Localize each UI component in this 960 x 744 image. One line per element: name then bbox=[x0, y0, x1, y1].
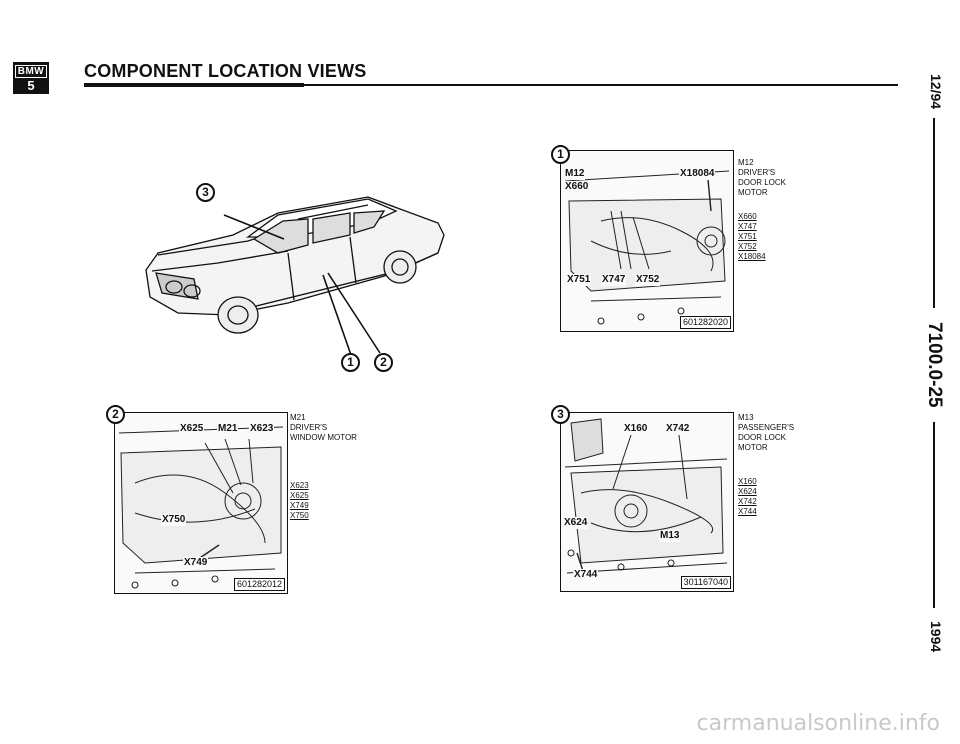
panel-3-legend: M13 PASSENGER'S DOOR LOCK MOTOR X160 X62… bbox=[738, 413, 794, 517]
margin-year: 1994 bbox=[928, 621, 944, 653]
panel-2-legend: M21 DRIVER'S WINDOW MOTOR X623 X625 X749… bbox=[290, 413, 357, 521]
car-overview-illustration bbox=[138, 175, 448, 380]
panel-1-tag-x752: X752 bbox=[635, 274, 661, 286]
panel-1-legend-code: X747 bbox=[738, 222, 757, 231]
margin-date: 12/94 bbox=[928, 74, 944, 110]
panel-2-tag-x623: X623 bbox=[249, 423, 275, 435]
panel-3-drawing bbox=[564, 418, 728, 578]
overview-callout-1: 1 bbox=[341, 353, 360, 372]
panel-2-tag-x749: X749 bbox=[183, 557, 209, 569]
margin-page-number: 7100.0-25 bbox=[924, 322, 945, 408]
panel-2-tag-x625: X625 bbox=[179, 423, 205, 435]
panel-1-part-number: 601282020 bbox=[679, 316, 731, 329]
panel-3-legend-code: X160 bbox=[738, 477, 757, 486]
panel-1-legend-code: X660 bbox=[738, 212, 757, 221]
panel-2-part-number: 601282012 bbox=[233, 578, 285, 591]
panel-3-legend-code: X742 bbox=[738, 497, 757, 506]
panel-2-legend-code: X749 bbox=[290, 501, 309, 510]
panel-2-legend-code: X623 bbox=[290, 481, 309, 490]
panel-3-legend-line: DOOR LOCK bbox=[738, 433, 787, 442]
margin-rule-lower bbox=[933, 422, 935, 608]
panel-1-legend: M12 DRIVER'S DOOR LOCK MOTOR X660 X747 X… bbox=[738, 158, 786, 262]
panel-1-tag-m12: M12 bbox=[564, 168, 586, 180]
panel-3-legend-line: PASSENGER'S bbox=[738, 423, 795, 432]
panel-3-legend-code: X744 bbox=[738, 507, 757, 516]
panel-1-legend-line: MOTOR bbox=[738, 188, 768, 197]
panel-1-legend-line: DOOR LOCK bbox=[738, 178, 787, 187]
panel-2-legend-code: X750 bbox=[290, 511, 309, 520]
margin-rule-upper bbox=[933, 118, 935, 308]
overview-callout-2: 2 bbox=[374, 353, 393, 372]
detail-panel-1: M12 X18084 X660 X751 X747 X752 601282020 bbox=[560, 150, 734, 332]
panel-3-tag-m13: M13 bbox=[659, 530, 681, 542]
panel-3-part-number: 301167040 bbox=[680, 576, 731, 589]
logo-series: 5 bbox=[27, 77, 35, 93]
panel-1-legend-code: X752 bbox=[738, 242, 757, 251]
page-title: COMPONENT LOCATION VIEWS bbox=[84, 61, 367, 81]
panel-1-legend-code: X751 bbox=[738, 232, 757, 241]
panel-1-tag-x660: X660 bbox=[564, 181, 590, 193]
panel-3-legend-line: M13 bbox=[738, 413, 754, 422]
panel-3-legend-line: MOTOR bbox=[738, 443, 768, 452]
panel-2-drawing bbox=[118, 426, 284, 589]
detail-panel-3: X160 X742 X624 M13 X744 301167040 bbox=[560, 412, 734, 592]
panel-3-tag-x160: X160 bbox=[623, 423, 649, 435]
panel-3-legend-code: X624 bbox=[738, 487, 757, 496]
panel-3-callout: 3 bbox=[551, 405, 570, 424]
panel-2-legend-line: WINDOW MOTOR bbox=[290, 433, 357, 442]
panel-2-callout: 2 bbox=[106, 405, 125, 424]
panel-3-tag-x744: X744 bbox=[573, 569, 599, 581]
detail-panel-2: X625 M21 X623 X750 X749 601282012 bbox=[114, 412, 288, 594]
panel-1-drawing bbox=[564, 168, 730, 325]
overview-callout-3: 3 bbox=[196, 183, 215, 202]
logo-brand: BMW bbox=[14, 64, 48, 78]
panel-1-legend-line: M12 bbox=[738, 158, 754, 167]
car-drawing bbox=[145, 196, 445, 356]
panel-1-legend-line: DRIVER'S bbox=[738, 168, 776, 177]
site-watermark: carmanualsonline.info bbox=[696, 711, 940, 736]
panel-1-callout: 1 bbox=[551, 145, 570, 164]
panel-2-legend-line: DRIVER'S bbox=[290, 423, 328, 432]
panel-1-tag-x18084: X18084 bbox=[679, 168, 716, 180]
panel-1-tag-x751: X751 bbox=[566, 274, 592, 286]
panel-1-tag-x747: X747 bbox=[601, 274, 627, 286]
panel-2-tag-m21: M21 bbox=[217, 423, 239, 435]
title-underline bbox=[84, 84, 898, 86]
panel-2-legend-code: X625 bbox=[290, 491, 309, 500]
bmw-5-logo: BMW 5 bbox=[13, 62, 49, 94]
panel-3-tag-x624: X624 bbox=[563, 517, 589, 529]
panel-2-legend-line: M21 bbox=[290, 413, 306, 422]
panel-1-legend-code: X18084 bbox=[738, 252, 766, 261]
panel-2-tag-x750: X750 bbox=[161, 514, 187, 526]
panel-3-tag-x742: X742 bbox=[665, 423, 691, 435]
